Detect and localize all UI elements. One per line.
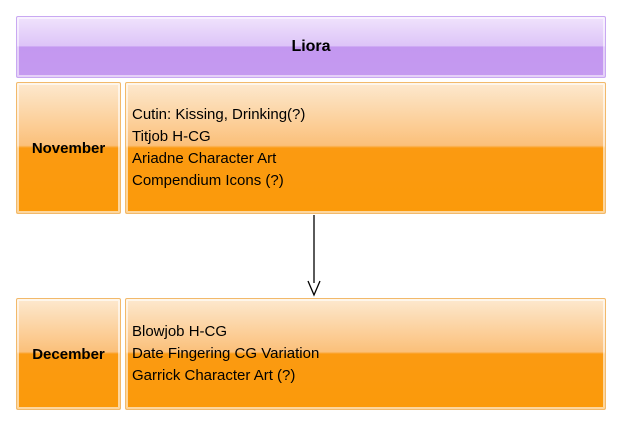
month-label-box-december: December — [16, 298, 121, 410]
diagram-title: Liora — [291, 38, 331, 55]
diagram-title-box: Liora — [16, 16, 606, 78]
month-label-box-november: November — [16, 82, 121, 214]
task-item: Compendium Icons (?) — [132, 172, 284, 189]
month-label: November — [31, 139, 106, 157]
task-item: Titjob H-CG — [132, 128, 211, 145]
task-item: Garrick Character Art (?) — [132, 367, 296, 384]
arrow-head — [307, 280, 321, 297]
month-items-box-november: Cutin: Kissing, Drinking(?) Titjob H-CG … — [125, 82, 606, 214]
task-item: Ariadne Character Art — [132, 150, 277, 167]
task-item: Cutin: Kissing, Drinking(?) — [132, 106, 306, 123]
month-items-box-december: Blowjob H-CG Date Fingering CG Variation… — [125, 298, 606, 410]
task-item: Blowjob H-CG — [132, 323, 228, 340]
task-item: Date Fingering CG Variation — [132, 345, 320, 362]
month-label: December — [32, 345, 105, 363]
